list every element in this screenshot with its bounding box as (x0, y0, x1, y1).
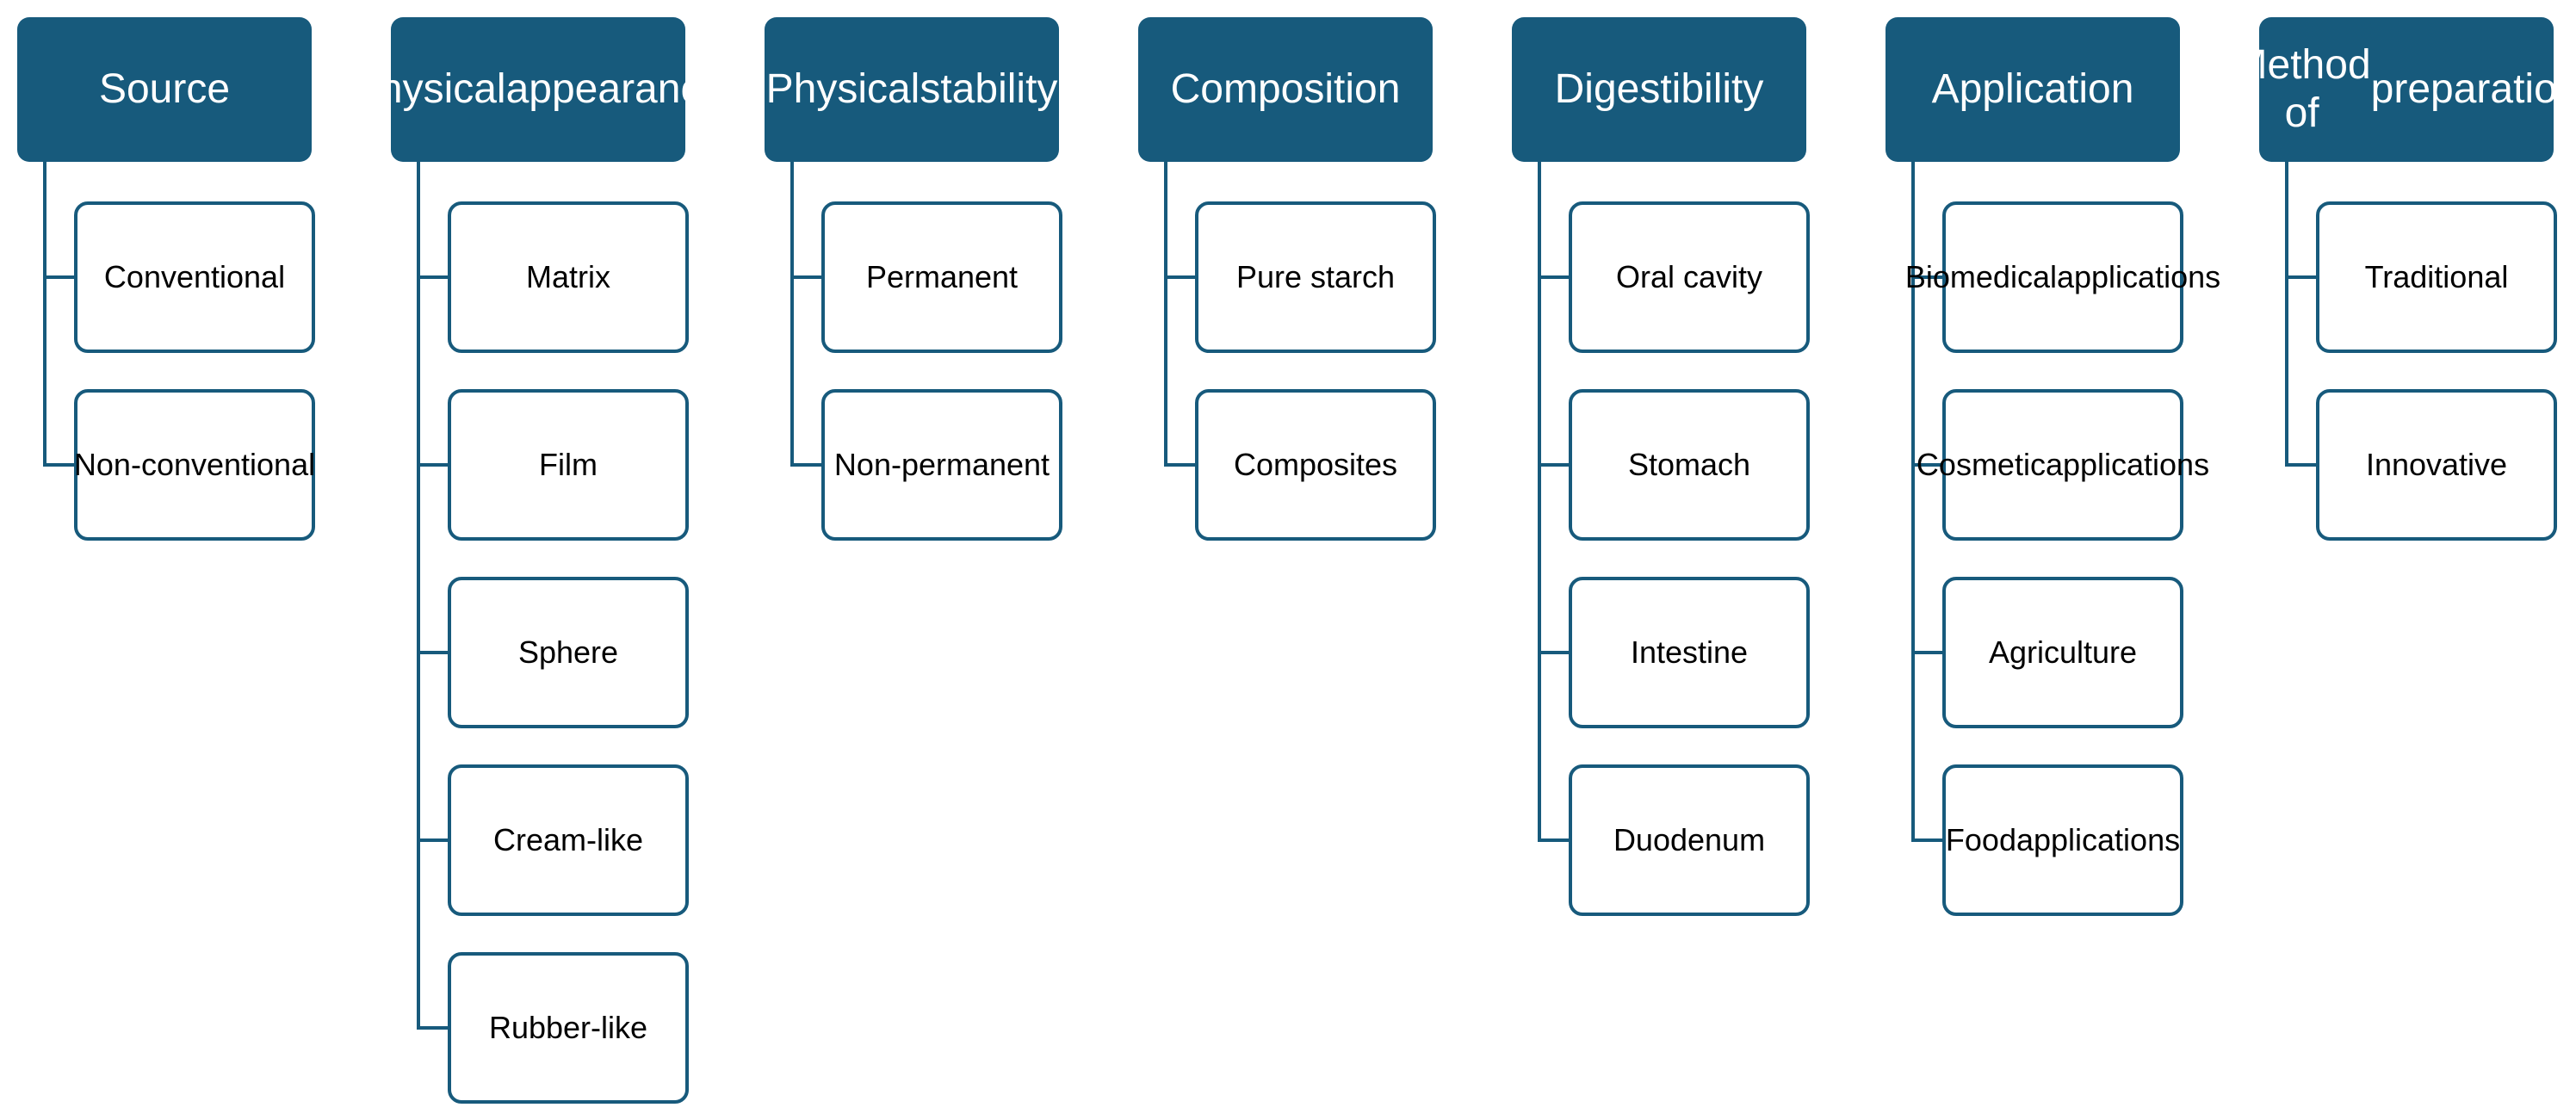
text-line: permanent (901, 447, 1050, 482)
connector-branch (790, 275, 823, 279)
connector-trunk (1538, 162, 1541, 842)
item-matrix: Matrix (448, 201, 689, 353)
text-line: preparation (2370, 66, 2576, 112)
item-innovative: Innovative (2316, 389, 2557, 541)
text-line: Intestine (1630, 634, 1749, 670)
item-conventional: Conventional (74, 201, 315, 353)
connector-trunk (417, 162, 420, 1030)
connector-branch (2285, 275, 2318, 279)
item-traditional: Traditional (2316, 201, 2557, 353)
text-line: appearance (505, 66, 725, 112)
text-line: Permanent (865, 259, 1019, 294)
connector-branch (1911, 838, 1944, 842)
connector-branch (417, 651, 449, 654)
item-oral-cavity: Oral cavity (1569, 201, 1810, 353)
item-cream-like: Cream-like (448, 764, 689, 916)
text-line: Method of (2232, 42, 2371, 136)
connector-trunk (1164, 162, 1167, 467)
connector-branch (1538, 651, 1570, 654)
item-non--permanent: Non-permanent (821, 389, 1062, 541)
text-line: Source (98, 66, 231, 112)
text-line: Physical (351, 66, 506, 112)
text-line: Agriculture (1988, 634, 2138, 670)
item-duodenum: Duodenum (1569, 764, 1810, 916)
category-header-digestibility: Digestibility (1512, 17, 1806, 162)
connector-trunk (43, 162, 46, 467)
connector-branch (417, 463, 449, 467)
text-line: Composition (1170, 66, 1401, 112)
text-line: Non- (833, 447, 901, 482)
text-line: Biomedical (1904, 259, 2057, 294)
connector-branch (1911, 275, 1944, 279)
text-line: Application (1931, 66, 2134, 112)
text-line: Non- (73, 447, 141, 482)
text-line: Cosmetic (1916, 447, 2046, 482)
text-line: Pure starch (1235, 259, 1396, 294)
connector-branch (43, 463, 76, 467)
item-agriculture: Agriculture (1942, 577, 2183, 728)
item-non--conventional: Non-conventional (74, 389, 315, 541)
category-header-composition: Composition (1138, 17, 1433, 162)
connector-branch (43, 275, 76, 279)
text-line: Food (1945, 822, 2016, 857)
connector-branch (1538, 463, 1570, 467)
category-header-source: Source (17, 17, 312, 162)
connector-branch (417, 275, 449, 279)
text-line: Sphere (517, 634, 619, 670)
connector-branch (417, 838, 449, 842)
text-line: Conventional (103, 259, 286, 294)
text-line: Stomach (1627, 447, 1751, 482)
text-line: Duodenum (1613, 822, 1766, 857)
text-line: Rubber-like (488, 1010, 648, 1045)
text-line: Oral cavity (1615, 259, 1763, 294)
text-line: Cream-like (492, 822, 644, 857)
item-pure-starch: Pure starch (1195, 201, 1436, 353)
text-line: Innovative (2365, 447, 2508, 482)
connector-branch (1164, 275, 1197, 279)
connector-branch (1164, 463, 1197, 467)
text-line: Matrix (526, 259, 610, 294)
item-intestine: Intestine (1569, 577, 1810, 728)
text-line: Physical (765, 66, 920, 112)
text-line: applications (2056, 259, 2221, 294)
connector-trunk (1911, 162, 1915, 842)
item-composites: Composites (1195, 389, 1436, 541)
text-line: stability (920, 66, 1058, 112)
connector-branch (2285, 463, 2318, 467)
text-line: applications (2016, 822, 2181, 857)
text-line: Composites (1233, 447, 1398, 482)
connector-branch (1911, 651, 1944, 654)
connector-branch (417, 1026, 449, 1030)
item-rubber-like: Rubber-like (448, 952, 689, 1104)
text-line: Film (539, 447, 598, 482)
connector-trunk (2285, 162, 2288, 467)
connector-branch (1538, 275, 1570, 279)
text-line: applications (2045, 447, 2210, 482)
item-sphere: Sphere (448, 577, 689, 728)
text-line: conventional (140, 447, 316, 482)
connector-branch (1911, 463, 1944, 467)
text-line: Digestibility (1554, 66, 1764, 112)
item-permanent: Permanent (821, 201, 1062, 353)
item-stomach: Stomach (1569, 389, 1810, 541)
text-line: Traditional (2364, 259, 2509, 294)
connector-branch (1538, 838, 1570, 842)
connector-trunk (790, 162, 794, 467)
item-film: Film (448, 389, 689, 541)
category-header-application: Application (1886, 17, 2180, 162)
connector-branch (790, 463, 823, 467)
